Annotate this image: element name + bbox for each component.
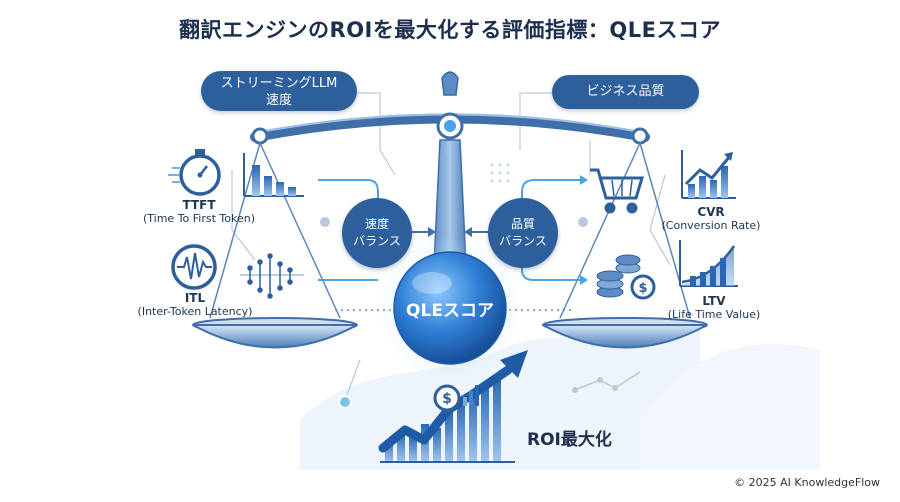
metric-ttft: TTFT (Time To First Token) [140, 198, 258, 226]
arrow-quality [521, 258, 582, 281]
pivot-finial [441, 71, 459, 96]
quality-balance-node: 品質 バランス [488, 198, 558, 268]
svg-text:$: $ [442, 391, 452, 407]
speed-category-label: ストリーミングLLM 速度 [220, 76, 338, 108]
metric-abbr: TTFT [182, 198, 216, 212]
balance-line1: 速度 [364, 217, 389, 231]
mini-bars-icon [463, 385, 479, 406]
shopping-cart-icon [590, 168, 645, 214]
connector-dot [320, 217, 330, 227]
token-stream-icon [240, 253, 304, 299]
qle-orb [393, 251, 507, 365]
trend-chart-icon [681, 150, 736, 199]
arrowhead [580, 175, 588, 185]
metric-abbr: CVR [697, 205, 725, 219]
arrowhead [580, 275, 588, 285]
left-pan [192, 324, 358, 349]
metric-full: (Time To First Token) [142, 212, 256, 225]
balance-line2: バランス [353, 234, 401, 248]
page-title: 翻訳エンジンのROIを最大化する評価指標：QLEスコア [179, 18, 721, 42]
background-wave [640, 343, 820, 470]
metric-ltv: LTV (Life Time Value) [655, 294, 773, 322]
growth-chart-icon [679, 240, 738, 287]
waveform-icon [171, 244, 217, 290]
beam-end-right [631, 127, 649, 145]
metric-full: (Conversion Rate) [661, 219, 761, 232]
balance-line2: バランス [499, 234, 547, 248]
arrowhead [428, 227, 436, 237]
connector-dot [338, 395, 352, 409]
coins-icon: $ [596, 254, 656, 300]
stopwatch-icon [168, 149, 221, 196]
qle-score-label: QLEスコア [406, 301, 494, 321]
metric-cvr: CVR (Conversion Rate) [652, 205, 770, 233]
beam-end-left [251, 127, 269, 145]
connector-dot [578, 217, 588, 227]
roi-maximize-label: ROI最大化 [527, 430, 612, 450]
metric-abbr: ITL [184, 291, 206, 305]
decor-dots [490, 163, 510, 183]
orb-highlight [412, 272, 452, 294]
pivot-center [444, 120, 456, 132]
roi-growth-chart [378, 350, 528, 463]
decor-line [574, 371, 641, 391]
copyright-notice: © 2025 AI KnowledgeFlow [734, 476, 880, 489]
balance-line1: 品質 [510, 217, 535, 231]
arrow-speed-down [318, 179, 379, 205]
quality-category-label: ビジネス品質 [586, 84, 665, 99]
quality-category-pill: ビジネス品質 [552, 75, 699, 109]
metric-abbr: LTV [702, 294, 726, 308]
metric-full: (Inter-Token Latency) [137, 305, 253, 318]
arrow-quality [521, 179, 582, 205]
metric-full: (Life Time Value) [667, 308, 761, 321]
bar-chart-icon [243, 153, 304, 197]
scale-chains [209, 142, 691, 319]
dollar-coin-icon: $ [433, 384, 461, 412]
speed-category-pill: ストリーミングLLM 速度 [201, 71, 357, 111]
right-pan [542, 324, 708, 349]
speed-balance-node: 速度 バランス [342, 198, 412, 268]
arrowhead [464, 227, 472, 237]
metric-itl: ITL (Inter-Token Latency) [130, 291, 260, 319]
svg-text:$: $ [638, 281, 647, 296]
